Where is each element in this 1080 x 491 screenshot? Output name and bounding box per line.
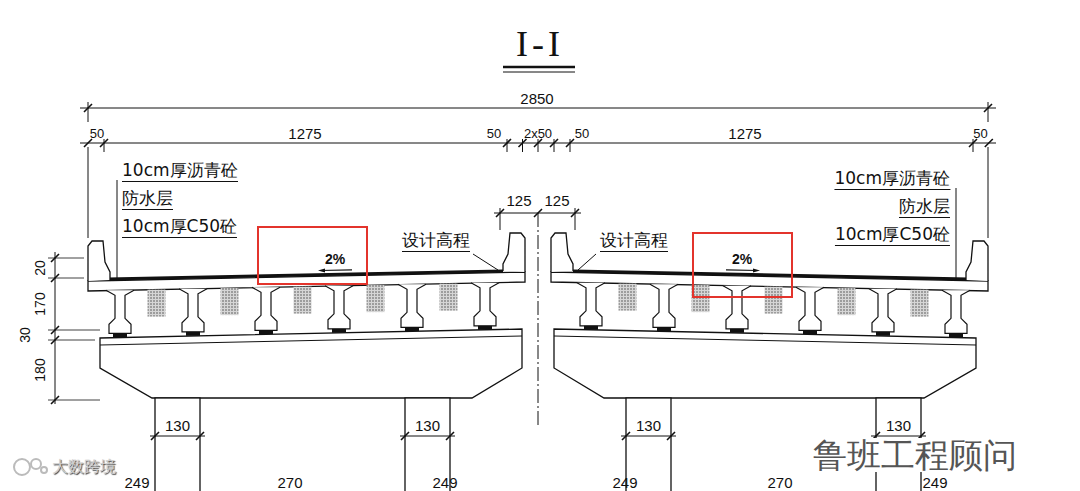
material-label: 防水层 xyxy=(122,190,173,210)
dimension-value: 50 xyxy=(487,127,501,140)
watermark: 鲁班工程顾问 xyxy=(813,438,1017,472)
leader-line xyxy=(117,180,118,279)
slope-box: 2% xyxy=(692,232,793,298)
dim-line xyxy=(55,252,56,404)
underline xyxy=(503,72,575,73)
bridge-half xyxy=(88,233,525,491)
elevation-label: 设计高程 xyxy=(402,232,470,252)
slope-box: 2% xyxy=(257,226,368,285)
material-label: 10cm厚C50砼 xyxy=(835,226,950,246)
material-label: 10cm厚沥青砼 xyxy=(122,162,238,182)
dimension-value: 249 xyxy=(124,475,149,490)
logo-ring xyxy=(14,459,30,475)
dim-tick xyxy=(151,432,925,440)
logo-ring xyxy=(31,459,41,469)
center-line xyxy=(538,213,539,425)
watermark: 大数跨境 xyxy=(52,459,116,475)
dimension-value: 50 xyxy=(575,127,589,140)
dimension-value: 125 xyxy=(506,193,531,208)
slope-value: 2% xyxy=(732,252,791,266)
dimension-value: 2850 xyxy=(520,91,553,106)
title-underline xyxy=(503,67,575,72)
dimension-value: 1275 xyxy=(288,126,321,141)
leader-line xyxy=(578,254,596,270)
arrow-head xyxy=(318,268,325,272)
underline xyxy=(503,66,575,69)
slope-value: 2% xyxy=(325,252,366,266)
elevation-label: 设计高程 xyxy=(600,232,668,252)
dimension-value: 270 xyxy=(767,475,792,490)
dimension-value: 130 xyxy=(415,418,440,433)
dimension-value: 2x50 xyxy=(524,127,552,140)
material-label: 10cm厚C50砼 xyxy=(122,218,237,238)
section-title: I-I xyxy=(516,26,564,62)
leader-line xyxy=(956,188,957,281)
left-superstructure xyxy=(88,233,525,491)
dimension-value: 180 xyxy=(33,358,47,381)
dimension-value: 249 xyxy=(432,475,457,490)
dimension-value: 130 xyxy=(165,418,190,433)
dimension-value: 50 xyxy=(973,127,987,140)
dimension-value: 125 xyxy=(544,193,569,208)
dimension-value: 20 xyxy=(33,260,47,276)
dimension-lines xyxy=(48,102,996,440)
dimension-value: 130 xyxy=(636,418,661,433)
dimension-value: 249 xyxy=(612,475,637,490)
extension-line xyxy=(48,258,100,400)
material-label: 防水层 xyxy=(899,198,950,218)
dimension-value: 30 xyxy=(18,327,32,343)
leader-lines xyxy=(117,180,956,281)
dimension-value: 50 xyxy=(90,127,104,140)
dim-tick xyxy=(51,254,59,404)
watermark-logo xyxy=(14,459,47,475)
dimension-value: 170 xyxy=(33,292,47,315)
leader-line xyxy=(473,254,498,270)
dimension-value: 130 xyxy=(886,418,911,433)
arrow-head xyxy=(753,268,760,272)
logo-ring xyxy=(41,467,47,473)
dimension-value: 270 xyxy=(277,475,302,490)
dim-line xyxy=(150,436,926,437)
dim-line xyxy=(80,108,996,109)
dimension-value: 249 xyxy=(922,475,947,490)
material-label: 10cm厚沥青砼 xyxy=(834,170,950,190)
extension-line xyxy=(104,139,973,152)
dimension-value: 1275 xyxy=(728,126,761,141)
